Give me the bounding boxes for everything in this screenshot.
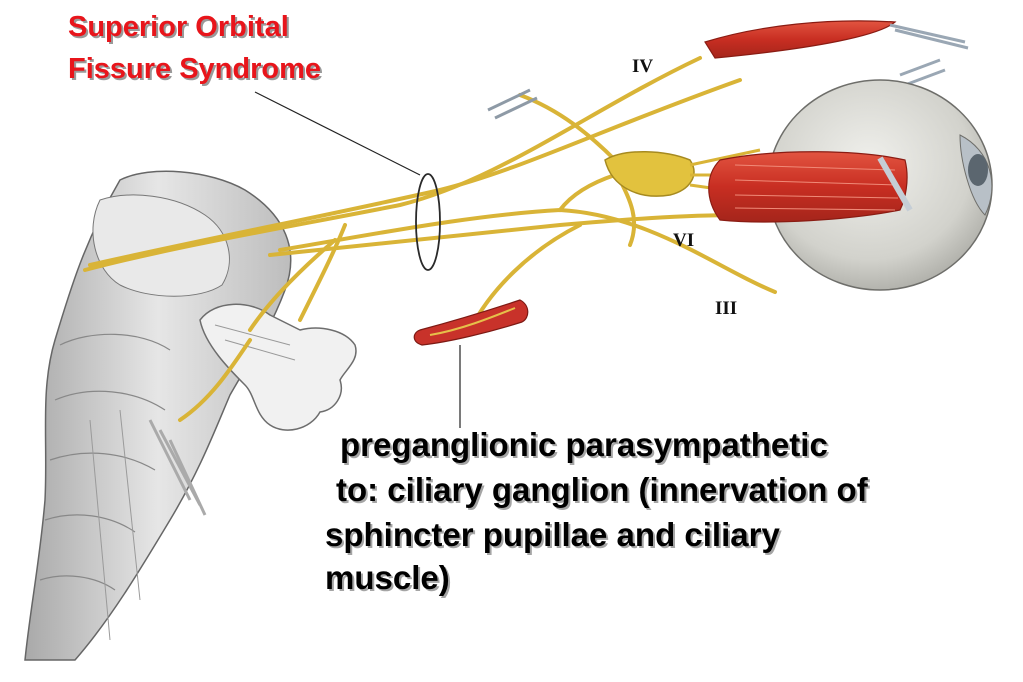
lateral-rectus-muscle (708, 151, 913, 223)
surgical-clip (487, 88, 538, 120)
title-line-2: Fissure Syndrome (68, 53, 322, 85)
brainstem (24, 170, 292, 661)
title-line-1: Superior Orbital (68, 11, 289, 43)
superior-oblique-muscle (704, 20, 969, 87)
trochlear-nerve (83, 56, 702, 272)
caption-line-2: to: ciliary ganglion (innervation of (336, 471, 868, 508)
ophthalmic-branch (88, 78, 742, 267)
fissure-ring (415, 173, 441, 271)
caption-line-1: preganglionic parasympathetic (340, 426, 828, 463)
trigeminal-ganglion (199, 303, 357, 431)
label-iv: IV (632, 56, 654, 77)
title-leader-line (254, 91, 421, 176)
ciliary-ganglion (604, 148, 761, 197)
label-vi: VI (673, 230, 695, 251)
caption-line-3: sphincter pupillae and ciliary (325, 516, 780, 553)
nerves (83, 56, 777, 422)
internal-carotid-artery (413, 299, 529, 346)
label-iii: III (715, 298, 738, 319)
oculomotor-nerve (278, 207, 777, 294)
abducens-nerve (268, 213, 742, 257)
caption-line-4: muscle) (325, 559, 450, 596)
